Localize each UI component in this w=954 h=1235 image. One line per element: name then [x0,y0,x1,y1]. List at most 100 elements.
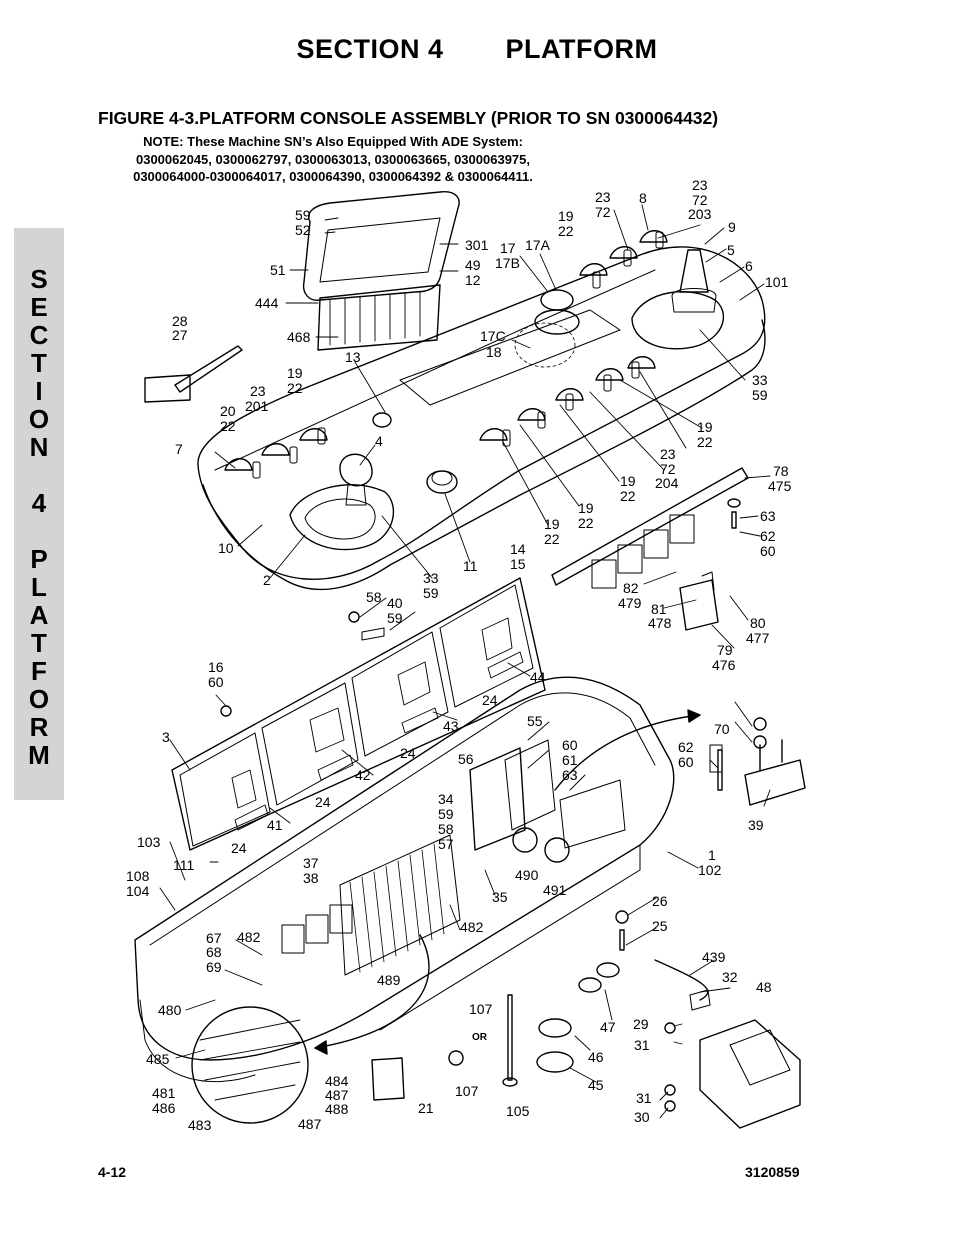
callout-label: 46 [588,1049,604,1065]
callout-label: 41 [267,817,283,833]
callout-label: 79 [717,642,733,658]
callout-label: 38 [303,870,319,886]
callout-label: 60 [760,543,776,559]
callout-label: 81 [651,601,667,617]
callout-label: 78 [773,463,789,479]
callout-label: 24 [231,840,247,856]
callout-label: 102 [698,862,722,878]
callout-label: 23 [250,383,266,399]
bottom-housing-drawing [134,676,675,1124]
callout-label: 16 [208,659,224,675]
callout-label: 24 [315,794,331,810]
callout-label: 487 [325,1087,349,1103]
callout-label: 23 [692,177,708,193]
callout-label: 58 [366,589,382,605]
callout-label: 59 [752,387,768,403]
callout-label: 22 [558,223,574,239]
callout-label: 18 [486,344,502,360]
callout-label: 482 [237,929,261,945]
callout-label: 108 [126,868,150,884]
document-number: 3120859 [745,1164,800,1180]
callout-label: 480 [158,1002,182,1018]
callout-label: 49 [465,257,481,273]
side-tab-letter: 4 [31,488,47,518]
callout-label: 9 [728,219,736,235]
callout-label: 14 [510,541,526,557]
section-number: SECTION 4 [296,34,444,64]
callout-label: 51 [270,262,286,278]
callout-label: 55 [527,713,543,729]
part-callouts: 59 52 301 51 49 12 444 468 28 27 13 19 2… [126,177,792,1133]
side-tab-letter: P [30,544,48,574]
side-tab-letter: R [29,712,49,742]
callout-label: 19 [558,208,574,224]
callout-label: 104 [126,883,150,899]
callout-label: 29 [633,1016,649,1032]
side-tab-letter: C [29,320,49,350]
callout-label: 37 [303,855,319,871]
section-title: PLATFORM [505,34,658,64]
callout-label: 4 [375,433,383,449]
callout-label: 31 [636,1090,652,1106]
callout-label: 34 [438,791,454,807]
page-number: 4-12 [98,1164,127,1180]
callout-label: 25 [652,918,668,934]
callout-label: 30 [634,1109,650,1125]
callout-label: 103 [137,834,161,850]
callout-label: 21 [418,1100,434,1116]
callout-label: 105 [506,1103,530,1119]
callout-label: 43 [443,718,459,734]
callout-label: 47 [600,1019,616,1035]
callout-label: 42 [355,767,371,783]
callout-label: 491 [543,882,567,898]
callout-label: 35 [492,889,508,905]
callout-label: 22 [578,515,594,531]
callout-label: 60 [678,754,694,770]
callout-label: 487 [298,1116,322,1132]
callout-label: 67 [206,930,222,946]
callout-label: 62 [678,739,694,755]
callout-label: 468 [287,329,311,345]
callout-label: 107 [455,1083,479,1099]
callout-label: 80 [750,615,766,631]
callout-label: 22 [697,434,713,450]
relay-board-drawing [551,467,749,631]
callout-label: 201 [245,398,269,414]
callout-label: 475 [768,478,792,494]
callout-label: 27 [172,327,188,343]
key-drawing [144,345,243,403]
side-tab-letter: M [28,740,50,770]
breaker-drawing [709,717,806,806]
callout-label: 19 [620,473,636,489]
callout-label: 63 [760,508,776,524]
callout-label: 26 [652,893,668,909]
callout-label: 23 [660,446,676,462]
callout-label: 3 [162,729,170,745]
side-tab-letter: O [28,404,50,434]
callout-label: 60 [208,674,224,690]
callout-label: 11 [463,558,478,574]
figure-title: FIGURE 4-3.PLATFORM CONSOLE ASSEMBLY (PR… [98,108,719,128]
arrow-to-breaker [554,714,701,791]
callout-label: 63 [562,767,578,783]
callout-label: 203 [688,206,712,222]
callout-label: 82 [623,580,639,596]
callout-label: 33 [423,570,439,586]
callout-label: 33 [752,372,768,388]
callout-label: 6 [745,258,753,274]
callout-label: 13 [345,349,361,365]
side-tab-letter: S [30,264,48,294]
callout-label: 17C [480,328,506,344]
callout-label: 486 [152,1100,176,1116]
callout-label: 204 [655,475,679,491]
callout-label: 5 [727,242,735,258]
side-tab-letter: T [31,348,47,378]
or-label: OR [472,1032,488,1043]
callout-label: 57 [438,836,454,852]
hardware-drawing [220,498,741,1112]
callout-label: 70 [714,721,730,737]
callout-label: 19 [287,365,303,381]
callout-label: 8 [639,190,647,206]
callout-label: 478 [648,615,672,631]
